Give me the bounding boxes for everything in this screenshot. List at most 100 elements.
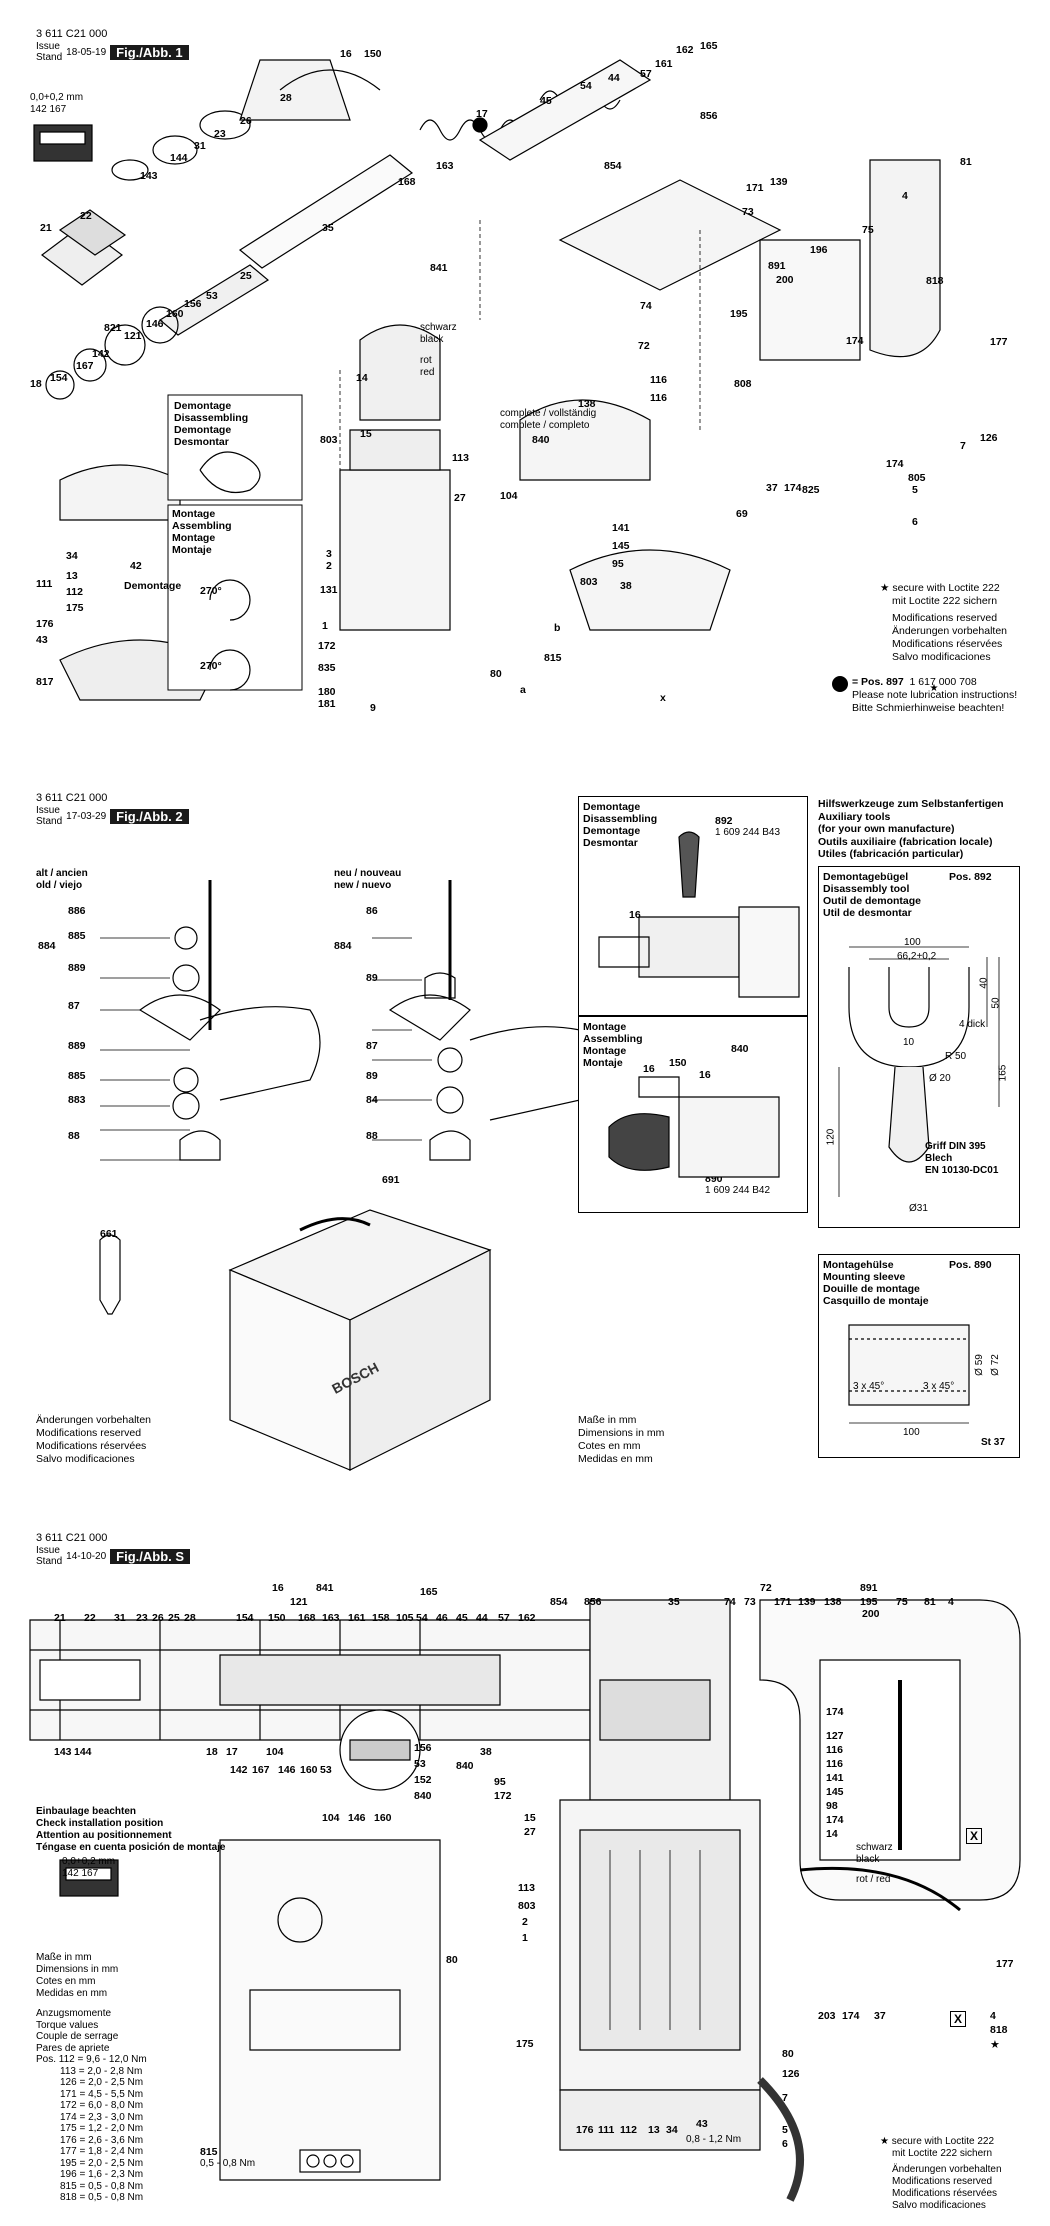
fig2-griff-3: EN 10130-DC01 [925,1165,999,1176]
fig1-callout: 162 [676,44,694,56]
fig2-dims-en: Dimensions in mm [578,1427,665,1439]
figS-torque-table: Anzugsmomente Torque values Couple de se… [36,2008,147,2204]
fig2-sleeve-dim: 3 x 45° [853,1381,885,1392]
figS-left-part: 146 [278,1764,296,1776]
fig1-callout: 9 [370,702,376,714]
fig2-new-part: 89 [366,972,378,984]
fig1-callout: 1 [322,620,328,632]
figS-torque-row: 818 = 0,5 - 0,8 Nm [60,2192,144,2203]
figS-bottom-part: 13 [648,2124,660,2136]
fig2-griff-1: Griff DIN 395 [925,1141,986,1152]
figS-right-part: 116 [826,1744,843,1756]
fig2-old-part: 889 [68,1040,86,1052]
fig2-bugel-dim: R 50 [945,1051,967,1062]
figS-top-part: 73 [744,1596,756,1608]
fig2-old-1: alt / ancien [36,868,88,879]
figS-bottom-part: 6 [782,2138,788,2150]
fig2-dem-ordernum: 1 609 244 B43 [715,827,781,838]
figS-section-drawing [29,1599,1021,2202]
figS-tolerance: 0,0+0,2 mm 142 167 [62,1856,115,1880]
fig1-callout: 150 [364,48,382,60]
fig1-loctite-de: mit Loctite 222 sichern [892,595,998,607]
fig1-callout: 21 [40,222,52,234]
fig1-callout: a [520,684,526,696]
fig2-sleeve-fr: Douille de montage [823,1283,920,1295]
fig2-old-part: 885 [68,930,86,942]
fig1-callout: 18 [30,378,42,390]
fig1-loctite-en: secure with Loctite 222 [892,582,1000,594]
figS-top-part: 856 [584,1596,602,1608]
figS-top-part: 105 [396,1612,414,1624]
fig2-date: 17-03-29 [66,810,107,822]
figS-date: 14-10-20 [66,1550,107,1562]
fig1-callout: 57 [640,68,652,80]
fig2-new-part: 87 [366,1040,378,1052]
figS-right-part: 127 [826,1730,844,1742]
fig2-issue-labels: Issue Stand [36,805,62,827]
figS-left-part: 104 [266,1746,284,1758]
fig1-callout: 176 [36,618,54,630]
figS-x-star: ★ [990,2039,1000,2051]
figS-schwarz: schwarz black [856,1842,893,1866]
figS-right-part: 98 [826,1800,838,1812]
figS-stand-label: Stand [36,1556,63,1567]
figS-part-815: 815 [200,2146,218,2158]
figS-mods-es: Salvo modificaciones [892,2200,986,2211]
fig1-callout: 121 [124,330,142,342]
fig1-callout: 175 [66,602,84,614]
figS-top-part: 4 [948,1596,954,1608]
fig1-callout: 168 [398,176,416,188]
fig2-griff-2: Blech [925,1153,953,1164]
figS-inset-part: 160 [374,1812,392,1824]
fig1-montage-fr: Montage [172,532,216,544]
fig1-callout: 112 [66,586,83,598]
fig1-schwarz-en: black [420,334,444,345]
fig1-issue-row: Issue Stand 18-05-19 Fig./Abb. 1 [36,41,189,63]
fig2-dims-fr: Cotes en mm [578,1440,641,1452]
fig1-callout: 80 [490,668,502,680]
fig2-case-part: 691 [382,1174,400,1186]
fig1-pos897-num: 1 617 000 708 [909,676,977,688]
figS-rot: rot / red [856,1874,891,1885]
fig2-mon-fr: Montage [583,1045,627,1057]
fig1-callout: 22 [80,210,92,222]
fig2-sleeve-dim: 3 x 45° [923,1381,955,1392]
fig1-callout: 805 [908,472,926,484]
figS-bottom-part: 203 [818,2010,836,2022]
fig2-dem-fr: Demontage [583,825,641,837]
fig2-bugel-dim: Ø 20 [929,1073,951,1084]
fig2-mon-ref-a: 16 [643,1063,655,1075]
figS-part-80: 80 [446,1954,458,1966]
fig1-callout: 72 [638,340,650,352]
figS-left-part: 840 [456,1760,474,1772]
fig2-bugel-es: Util de desmontar [823,907,912,919]
fig1-montage-es: Montaje [172,544,212,556]
fig1-callout: 145 [612,540,630,552]
fig2-sleeve-dim: Ø 59 [973,1354,985,1376]
fig1-callout: 195 [730,308,748,320]
figS-tolerance-value: 0,0+0,2 mm [62,1856,116,1867]
figS-mods-fr: Modifications réservées [892,2188,998,2199]
fig1-lube-row: = Pos. 897 1 617 000 708 [852,676,1017,689]
figS-inset-part: 156 [414,1742,432,1754]
figS-top-part: 139 [798,1596,816,1608]
fig1-pos897: = Pos. 897 [852,676,904,688]
fig1-callout: 116 [650,374,667,386]
fig2-mods-es: Salvo modificaciones [36,1453,135,1465]
fig2-old-part: 88 [68,1130,80,1142]
fig2-old-part: 886 [68,905,86,917]
figS-right-part: 116 [826,1758,843,1770]
figS-top-part: 22 [84,1612,96,1624]
figS-torque-row: 196 = 1,6 - 2,3 Nm [60,2169,144,2180]
figS-inset-part: 104 [322,1812,340,1824]
figS-bottom-part: 37 [874,2010,886,2022]
fig1-callout: 35 [322,222,334,234]
figS-top-part: 75 [896,1596,908,1608]
figS-top-part: 162 [518,1612,536,1624]
figS-top-part: 841 [316,1582,334,1594]
fig1-callout: 163 [436,160,454,172]
fig2-mon-ref-d: 840 [731,1043,749,1055]
figS-top-part: 54 [416,1612,428,1624]
figS-top-part: 16 [272,1582,284,1594]
figS-left-part: 38 [480,1746,492,1758]
